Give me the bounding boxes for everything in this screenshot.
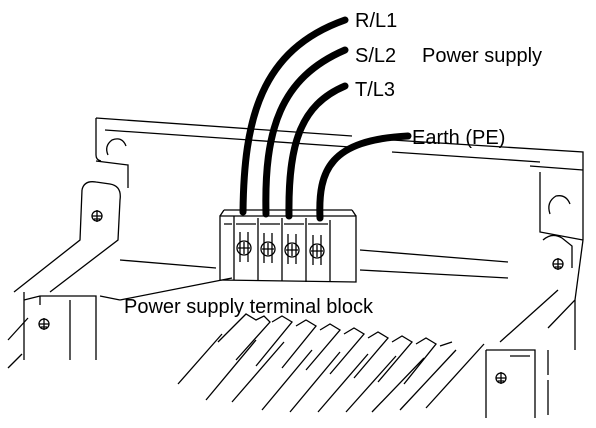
terminal-screw-icon: [260, 233, 276, 263]
label-s-l2: S/L2: [355, 45, 396, 67]
cable-r-l1: [239, 16, 349, 216]
earth-screw-icon: [552, 258, 564, 270]
cable-earth-pe: [316, 132, 412, 222]
terminal-block: [219, 209, 357, 283]
terminal-block-leader: [119, 277, 233, 301]
label-t-l3: T/L3: [355, 79, 395, 101]
terminal-screw-icon: [309, 235, 325, 265]
label-power-supply: Power supply: [422, 45, 542, 67]
label-earth-pe: Earth (PE): [412, 127, 505, 149]
terminal-screw-icon: [236, 232, 252, 262]
cooling-fins: [177, 313, 485, 413]
housing-outline: [7, 117, 584, 418]
mounting-hole-icon: [106, 138, 571, 215]
earth-screw-icon: [91, 210, 103, 222]
label-r-l1: R/L1: [355, 10, 397, 32]
cable-t-l3: [285, 82, 349, 220]
cables: [239, 16, 412, 222]
terminal-screw-icon: [284, 234, 300, 264]
earth-screw-icon: [38, 318, 50, 330]
label-terminal-block: Power supply terminal block: [124, 296, 374, 318]
earth-screw-icon: [495, 372, 507, 384]
cable-s-l2: [262, 46, 349, 218]
